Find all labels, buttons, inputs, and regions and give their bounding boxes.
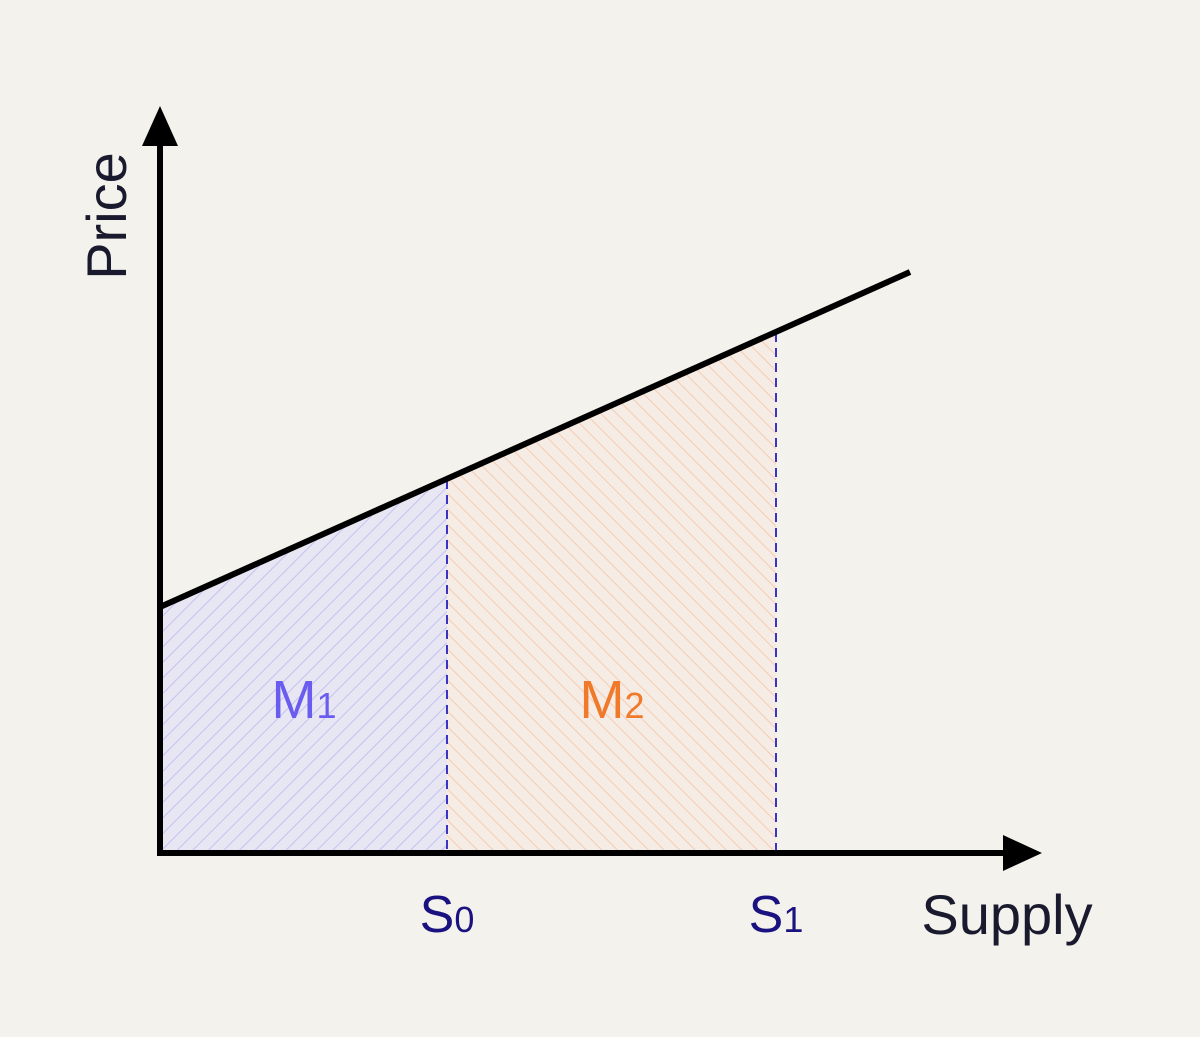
region-m2 [447,333,776,853]
region-m2-label-sub: 2 [624,685,644,726]
region-m2-hatch [447,333,776,853]
region-m1 [160,480,447,853]
s0-label: S0 [420,886,475,944]
x-axis-label: Supply [921,883,1092,946]
region-m1-label-main: M [271,670,316,730]
s1-label: S1 [749,886,804,944]
s1-label-main: S [749,886,784,944]
region-m2-label: M2 [579,670,644,730]
region-m1-label-sub: 1 [316,685,336,726]
y-axis-arrow-icon [142,106,178,146]
s0-label-main: S [420,886,455,944]
x-axis-arrow-icon [1003,835,1042,871]
region-m2-label-main: M [579,670,624,730]
s0-label-sub: 0 [454,899,474,940]
region-m1-hatch [160,480,447,853]
y-axis-label: Price [75,152,138,280]
region-m1-label: M1 [271,670,336,730]
s1-label-sub: 1 [783,899,803,940]
supply-line [158,269,912,610]
